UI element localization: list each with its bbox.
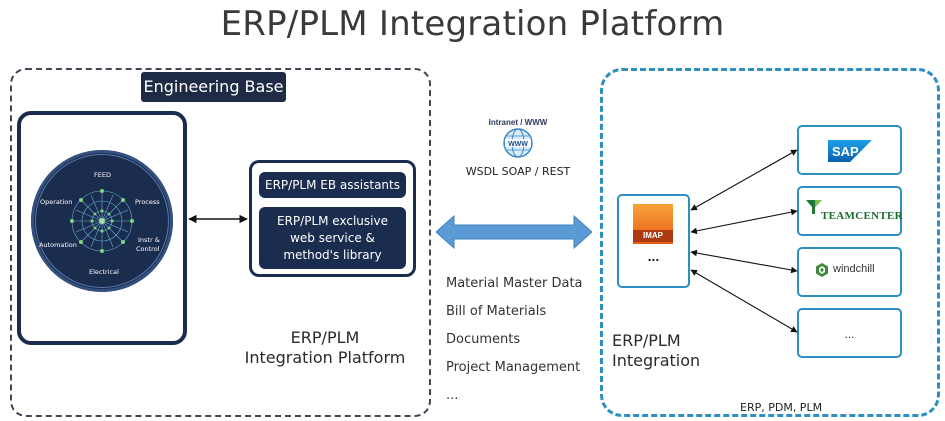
web-service-line-2: web service & (290, 231, 375, 245)
right-caption: ERP/PLM Integration (612, 331, 712, 371)
left-caption: ERP/PLM Integration Platform (240, 328, 410, 368)
list-item: Documents (446, 332, 521, 347)
right-caption-line-1: ERP/PLM (612, 331, 681, 350)
engineering-base-badge: Engineering Base (141, 72, 286, 102)
web-service-line-3: method's library (283, 248, 382, 262)
list-item: Bill of Materials (446, 304, 547, 319)
left-caption-line-1: ERP/PLM (290, 328, 360, 347)
circle-label-automation: Automation (39, 241, 77, 249)
list-item: Project Management (446, 360, 581, 375)
eb-assistants-box: ERP/PLM EB assistants (259, 172, 406, 198)
globe-icon: WWW (503, 128, 533, 158)
windchill-system-box (797, 247, 902, 297)
erp-plm-integration-panel (600, 68, 940, 417)
windchill-label: windchill (833, 263, 875, 275)
engineering-base-panel (10, 68, 431, 417)
other-system-label: ... (844, 327, 855, 341)
circle-label-control: Control (136, 245, 160, 253)
teamcenter-label: TEAMCENTER (821, 210, 903, 222)
list-item: Material Master Data (446, 276, 583, 291)
circle-label-instr: Instr & (138, 236, 160, 244)
circle-label-process: Process (135, 198, 160, 206)
www-icon-text: WWW (508, 141, 528, 148)
windchill-logo-icon (816, 263, 828, 277)
bidirectional-arrow-icon (436, 214, 592, 250)
list-item: ... (446, 388, 459, 403)
circle-label-electrical: Electrical (89, 268, 119, 276)
web-service-library-box: ERP/PLM exclusive web service & method's… (259, 207, 406, 269)
network-sphere-icon (70, 189, 134, 253)
right-footer: ERP, PDM, PLM (740, 401, 823, 414)
engineering-base-circle-ring (35, 154, 169, 288)
circle-label-feed: FEED (94, 171, 111, 179)
network-label: Intranet / WWW (488, 118, 548, 127)
imap-more: ... (647, 248, 660, 264)
sap-label: SAP (832, 144, 859, 159)
page-title: ERP/PLM Integration Platform (220, 4, 725, 44)
imap-label: IMAP (633, 230, 673, 242)
data-types-list: Material Master Data Bill of Materials D… (446, 270, 596, 410)
left-caption-line-2: Integration Platform (244, 348, 406, 367)
right-caption-line-2: Integration (612, 351, 701, 370)
sap-logo-icon: SAP (828, 140, 872, 162)
web-service-line-1: ERP/PLM exclusive (277, 214, 388, 228)
teamcenter-logo-icon (806, 200, 822, 214)
circle-label-operation: Operation (40, 198, 73, 206)
protocol-label: WSDL SOAP / REST (465, 165, 571, 178)
other-system-box (797, 308, 902, 358)
